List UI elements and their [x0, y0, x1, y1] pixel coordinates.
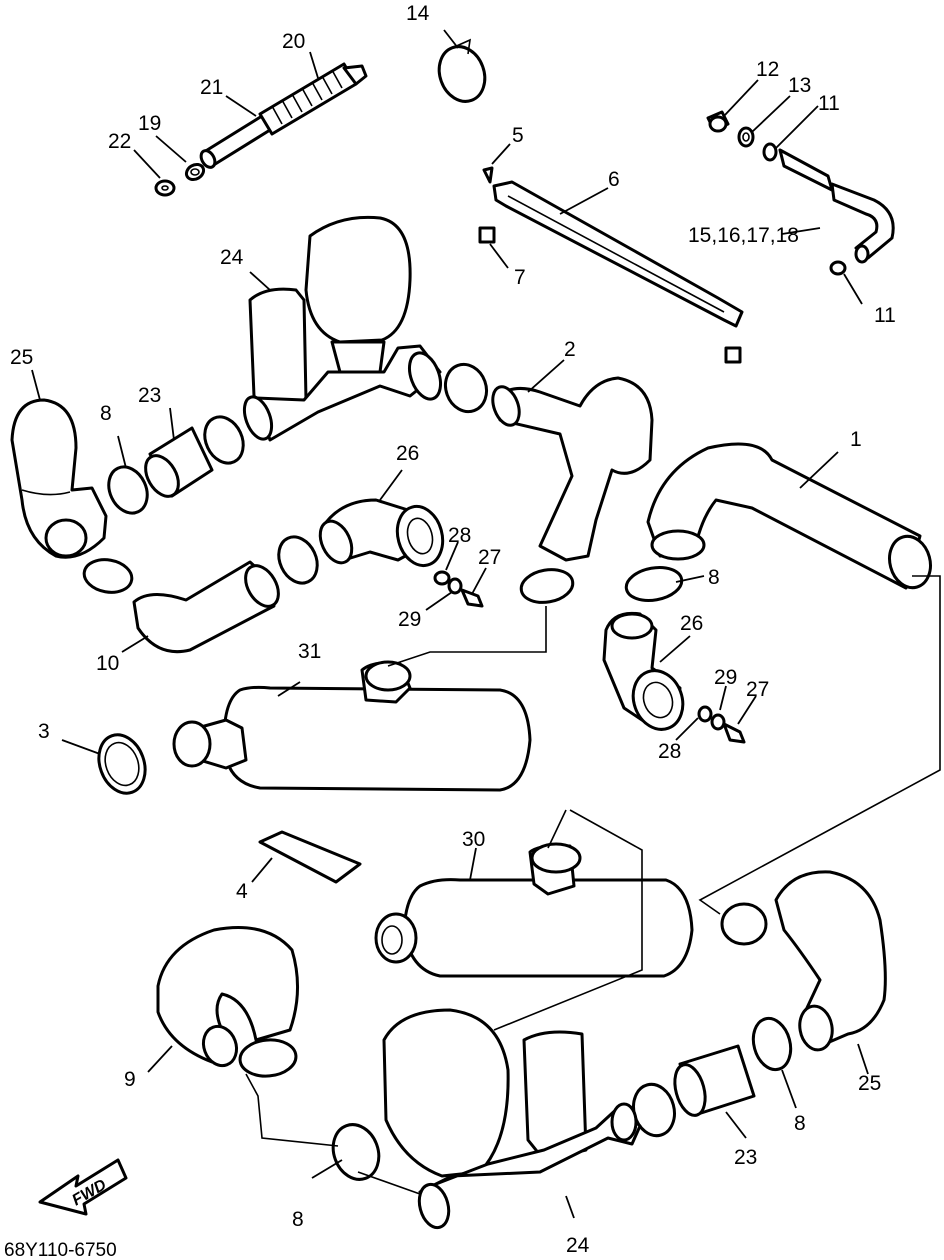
- part-8-clamp-lower-right: [720, 902, 768, 946]
- callout-8-right: 8: [708, 566, 720, 589]
- part-6-strap: [492, 180, 744, 364]
- fwd-direction-arrow: [38, 1158, 128, 1216]
- part-31-muffler: [172, 660, 532, 792]
- part-22-washer: [154, 179, 176, 197]
- part-8-clamp-lower-mid: [331, 1123, 381, 1181]
- part-5-screw: [482, 166, 494, 184]
- part-23-upper-sleeve: [144, 426, 214, 498]
- part-26-lower-elbow: [602, 611, 685, 731]
- callout-22: 22: [108, 130, 131, 153]
- callout-1: 1: [850, 428, 862, 451]
- callout-25-upper: 25: [10, 346, 33, 369]
- callout-23-upper: 23: [138, 384, 161, 407]
- callout-13: 13: [788, 74, 811, 97]
- callout-26-lower: 26: [680, 612, 703, 635]
- callout-24-upper: 24: [220, 246, 244, 269]
- part-8-clamp-upper-right: [443, 362, 489, 414]
- part-28-washer-lower: [697, 705, 713, 723]
- part-7-nut: [478, 226, 496, 244]
- callout-29-lower: 29: [714, 666, 737, 689]
- part-2-bent-pipe: [491, 376, 654, 562]
- part-8-clamp-mid: [519, 568, 575, 604]
- part-14-spring-clip: [437, 38, 487, 103]
- part-8-clamp-right: [624, 566, 684, 602]
- callout-30: 30: [462, 828, 485, 851]
- part-24-upper-resonator: [242, 215, 443, 442]
- part-8-clamp-left-low: [82, 558, 134, 594]
- part-25-lower-elbow: [774, 870, 887, 1052]
- part-12-bolt: [706, 110, 730, 133]
- callout-25-lower: 25: [858, 1072, 881, 1095]
- part-27-bolt-lower: [722, 722, 746, 744]
- part-25-upper-elbow: [10, 398, 108, 559]
- callout-23-lower: 23: [734, 1146, 757, 1169]
- part-3-ring: [97, 733, 147, 795]
- callout-15-18: 15,16,17,18: [688, 224, 799, 247]
- drawing-code: 68Y110-6750: [4, 1240, 117, 1260]
- leader-lines: [31, 29, 869, 1219]
- part-29-washer-upper: [447, 577, 463, 595]
- callout-29-upper: 29: [398, 608, 421, 631]
- callout-labels: 1 2 3 4 5 6 7 8 8 8 8 9 10 11 11 12 13 1…: [10, 2, 896, 1257]
- callout-11-upper: 11: [818, 92, 840, 115]
- part-11-clamp-lower: [829, 260, 847, 276]
- part-8-clamp-upper-left: [107, 465, 149, 515]
- part-19-nut: [184, 162, 206, 182]
- callout-8-upper-left: 8: [100, 402, 112, 425]
- part-10-pipe: [132, 560, 280, 654]
- callout-19: 19: [138, 112, 161, 135]
- callout-20: 20: [282, 30, 305, 53]
- part-11-clamp-upper: [762, 142, 778, 162]
- part-15-18-hose: [778, 148, 895, 264]
- part-30-muffler: [374, 842, 694, 978]
- callout-28-upper: 28: [448, 524, 471, 547]
- callout-27-lower: 27: [746, 678, 769, 701]
- callout-5: 5: [512, 124, 524, 147]
- part-23-lower-sleeve: [673, 1044, 756, 1117]
- callout-27-upper: 27: [478, 546, 501, 569]
- assembly-lines: [245, 575, 941, 1195]
- part-28-washer-upper: [433, 570, 451, 586]
- part-26-upper-elbow: [318, 498, 445, 568]
- callout-4: 4: [236, 880, 248, 903]
- part-29-washer-lower: [710, 713, 726, 731]
- part-21-pipe: [199, 114, 272, 169]
- part-8-clamp-lower-left: [238, 1038, 298, 1078]
- part-13-washer: [737, 126, 755, 148]
- callout-7: 7: [514, 266, 526, 289]
- part-8-clamp-center: [277, 535, 319, 585]
- part-8-clamp-upper-mid: [203, 415, 245, 465]
- callout-11-lower: 11: [874, 304, 896, 327]
- callout-3: 3: [38, 720, 50, 743]
- callout-2: 2: [564, 338, 576, 361]
- callout-6: 6: [608, 168, 620, 191]
- callout-8-lower-right: 8: [794, 1112, 806, 1135]
- part-4-pad: [258, 830, 362, 884]
- callout-9: 9: [124, 1068, 136, 1091]
- callout-8-lower-left: 8: [292, 1208, 304, 1231]
- part-20-bellows: [258, 62, 368, 136]
- callout-14: 14: [406, 2, 430, 25]
- callout-24-lower: 24: [566, 1234, 590, 1257]
- callout-10: 10: [96, 652, 119, 675]
- part-1-long-pipe: [646, 442, 932, 590]
- callout-26-upper: 26: [396, 442, 419, 465]
- callout-12: 12: [756, 58, 779, 81]
- part-8-clamp-lower-far: [751, 1016, 793, 1072]
- callout-28-lower: 28: [658, 740, 681, 763]
- part-24-lower-resonator: [382, 1008, 642, 1230]
- callout-31: 31: [298, 640, 321, 663]
- callout-21: 21: [200, 76, 223, 99]
- part-9-elbow: [156, 926, 299, 1068]
